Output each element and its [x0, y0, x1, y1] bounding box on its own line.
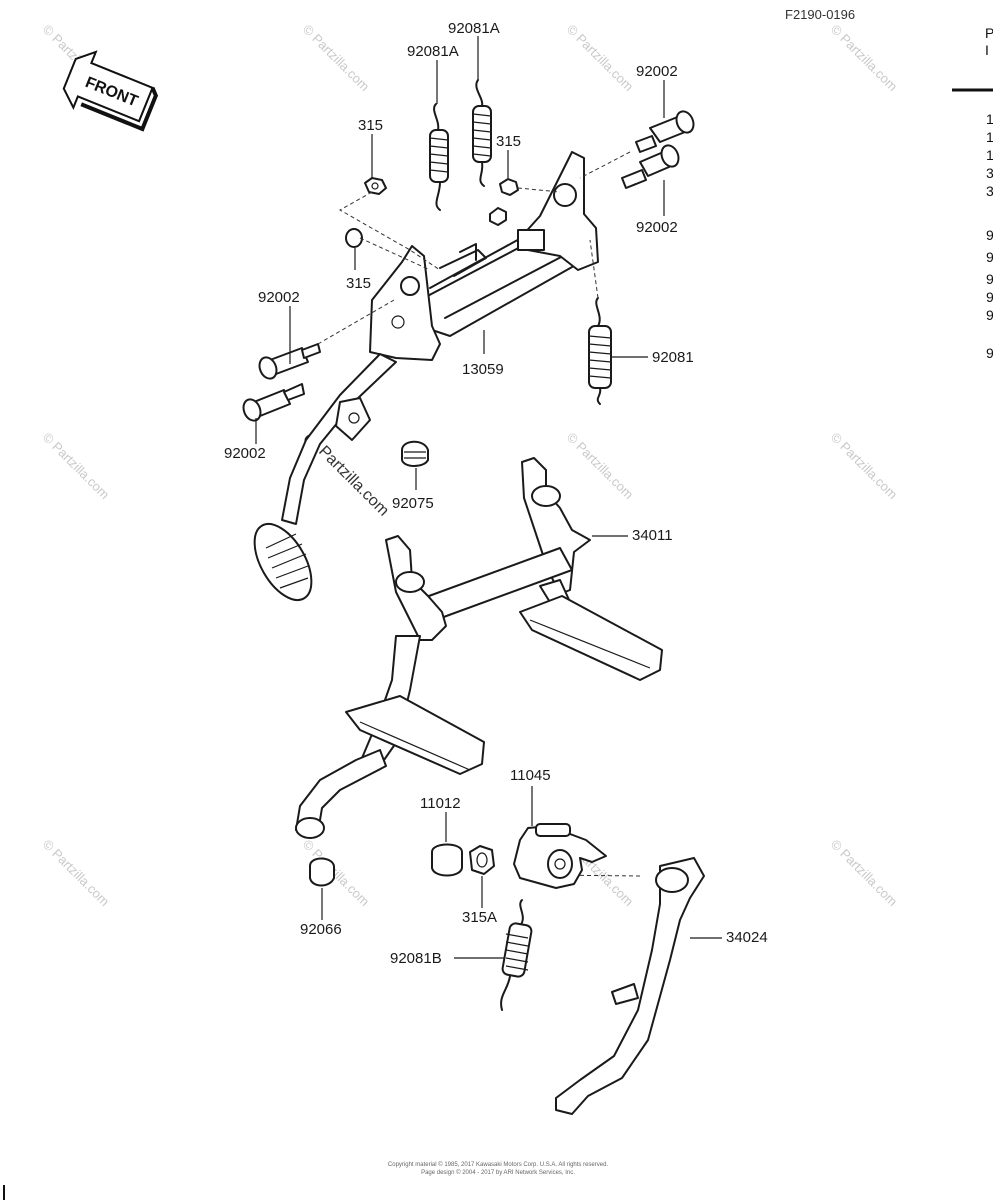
- label-92002-top: 92002: [636, 63, 678, 80]
- leader-lines: [255, 36, 722, 959]
- front-arrow-icon: FRONT: [62, 50, 159, 132]
- watermark: © Partzilla.com: [828, 837, 901, 910]
- watermark: © Partzilla.com: [828, 22, 901, 95]
- label-34011: 34011: [632, 527, 673, 544]
- nut-315-right: [489, 207, 507, 226]
- label-92066: 92066: [300, 921, 342, 938]
- copyright-line-1: Copyright material © 1985, 2017 Kawasaki…: [388, 1161, 609, 1168]
- nut-315-mid: [499, 178, 519, 196]
- spring-92081: [588, 297, 612, 405]
- svg-text:9: 9: [986, 289, 993, 305]
- cap-92075: [401, 440, 429, 467]
- svg-text:1: 1: [986, 147, 993, 163]
- cap-11012: [431, 843, 463, 877]
- svg-text:9: 9: [986, 307, 993, 323]
- nut-315-left: [345, 228, 363, 248]
- svg-text:1: 1: [986, 111, 993, 127]
- edge-cut-column: 1 1 1 3 3 9 9 9 9 9 9: [986, 111, 993, 361]
- svg-text:9: 9: [986, 345, 993, 361]
- label-92081: 92081: [652, 349, 694, 366]
- watermark: © Partzilla.com: [564, 22, 637, 95]
- center-stand-34011: [295, 457, 663, 839]
- label-92002-right: 92002: [636, 219, 678, 236]
- watermarks: © Partzilla.com © Partzilla.com © Partzi…: [40, 22, 901, 910]
- label-92081B: 92081B: [390, 950, 442, 967]
- edge-cut-text: I: [985, 42, 989, 58]
- label-92081A-left: 92081A: [407, 43, 459, 60]
- nut-315A: [469, 845, 495, 875]
- watermark: © Partzilla.com: [300, 22, 373, 95]
- label-315-left: 315: [346, 275, 371, 292]
- copyright-line-2: Page design © 2004 - 2017 by ARI Network…: [421, 1169, 575, 1176]
- spring-92081A-left: [429, 103, 449, 211]
- label-315-top: 315: [358, 117, 383, 134]
- watermark: © Partzilla.com: [40, 837, 113, 910]
- watermark: © Partzilla.com: [564, 430, 637, 503]
- label-92081A-top: 92081A: [448, 20, 500, 37]
- stand-bracket-assembly: [253, 151, 599, 601]
- watermark: © Partzilla.com: [828, 430, 901, 503]
- spring-92081B: [500, 899, 533, 1011]
- svg-text:9: 9: [986, 249, 993, 265]
- label-34024: 34024: [726, 929, 768, 946]
- bolt-92002-left-lower: [242, 383, 305, 422]
- svg-text:1: 1: [986, 129, 993, 145]
- svg-text:3: 3: [986, 183, 993, 199]
- label-11012: 11012: [420, 795, 461, 812]
- cap-92066: [309, 857, 335, 887]
- nut-315-top: [364, 177, 387, 195]
- label-11045: 11045: [510, 767, 551, 784]
- part-labels: 92081A 92081A 92002 315 315 92002 315 92…: [224, 20, 768, 967]
- label-92002-bottom: 92002: [224, 445, 266, 462]
- label-92002-left: 92002: [258, 289, 300, 306]
- label-13059: 13059: [462, 361, 504, 378]
- label-315-mid: 315: [496, 133, 521, 150]
- bracket-11045: [513, 823, 607, 889]
- bolt-92002-mid-right: [621, 144, 680, 189]
- spring-92081A-right: [472, 79, 492, 187]
- figure-code: F2190-0196: [785, 7, 855, 22]
- bolt-92002-top-right: [635, 110, 695, 153]
- svg-text:9: 9: [986, 271, 993, 287]
- svg-text:3: 3: [986, 165, 993, 181]
- center-watermark-text: Partzilla.com: [315, 443, 392, 520]
- edge-cut-text: P: [985, 25, 993, 41]
- svg-text:9: 9: [986, 227, 993, 243]
- label-92075: 92075: [392, 495, 434, 512]
- side-stand-34024: [555, 857, 705, 1115]
- bolt-92002-left-upper: [258, 343, 321, 380]
- watermark: © Partzilla.com: [40, 430, 113, 503]
- label-315A: 315A: [462, 909, 497, 926]
